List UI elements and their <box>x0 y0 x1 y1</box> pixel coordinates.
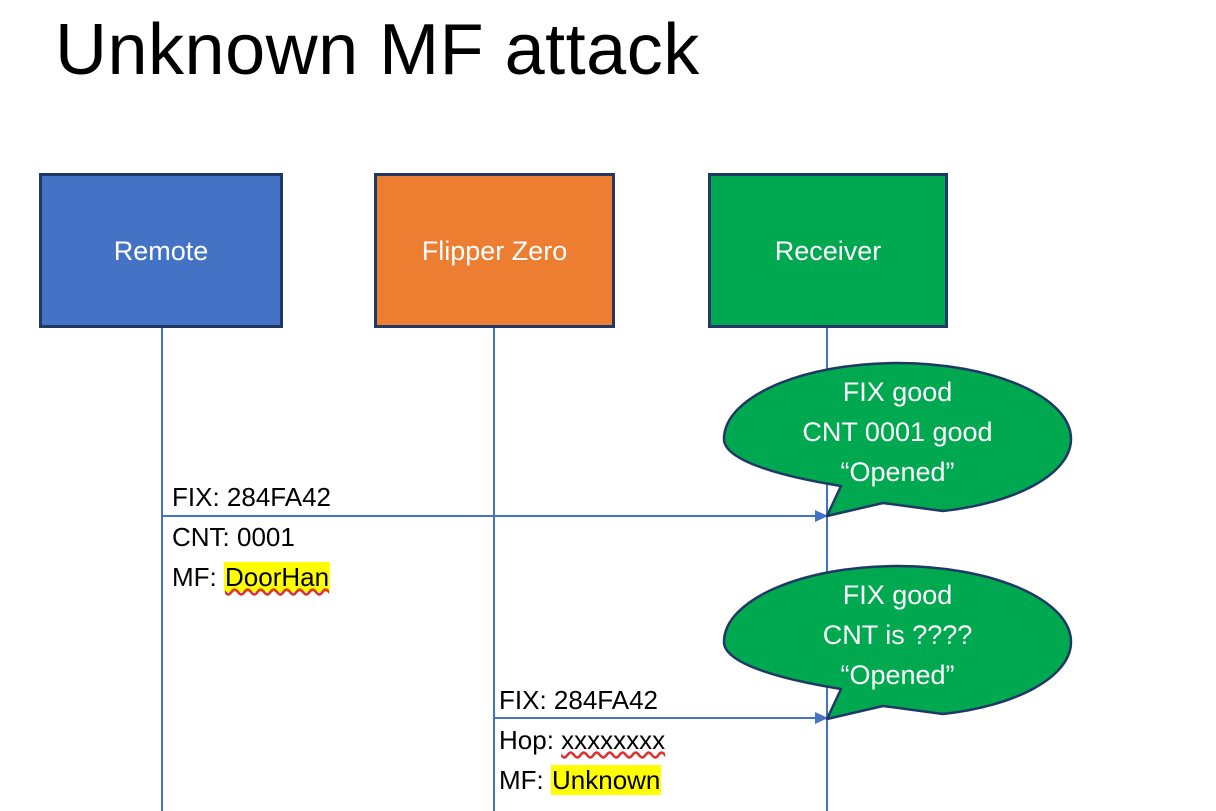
speech-bubble-2-shape <box>722 564 1073 721</box>
speech-bubble-receiver-2[interactable]: FIX good CNT is ???? “Opened” <box>722 564 1073 721</box>
message-arrow-flipper-to-receiver <box>494 712 828 724</box>
message-1-fix-prefix: FIX: <box>172 482 227 512</box>
actor-box-receiver[interactable]: Receiver <box>708 173 948 328</box>
actor-label-remote: Remote <box>113 235 209 266</box>
actor-box-remote[interactable]: Remote <box>39 173 283 328</box>
message-1-line-cnt: CNT: 0001 <box>172 517 331 557</box>
message-1-mf-prefix: MF: <box>172 562 224 592</box>
actor-label-receiver: Receiver <box>774 235 882 266</box>
actor-box-flipper-zero[interactable]: Flipper Zero <box>374 173 615 328</box>
lifeline-remote <box>161 328 163 811</box>
message-2-line-hop: Hop: xxxxxxxx <box>499 720 665 760</box>
message-1-mf-value: DoorHan <box>224 562 331 592</box>
page-title: Unknown MF attack <box>55 10 700 90</box>
message-1-line-fix: FIX: 284FA42 <box>172 477 331 517</box>
message-arrow-remote-to-receiver <box>162 510 828 522</box>
message-2-line-fix: FIX: 284FA42 <box>499 680 665 720</box>
message-label-2: FIX: 284FA42 Hop: xxxxxxxx MF: Unknown <box>499 680 665 800</box>
message-2-mf-value: Unknown <box>551 765 662 795</box>
lifeline-receiver <box>826 328 828 811</box>
message-2-hop-value: xxxxxxxx <box>561 725 666 755</box>
message-label-1: FIX: 284FA42 CNT: 0001 MF: DoorHan <box>172 477 331 597</box>
message-2-mf-prefix: MF: <box>499 765 551 795</box>
actor-label-flipper-zero: Flipper Zero <box>421 235 568 266</box>
message-2-fix-prefix: FIX: <box>499 685 554 715</box>
speech-bubble-receiver-1[interactable]: FIX good CNT 0001 good “Opened” <box>722 361 1073 518</box>
message-2-hop-prefix: Hop: <box>499 725 562 755</box>
speech-bubble-1-shape <box>722 361 1073 518</box>
lifeline-flipper-zero <box>493 328 495 811</box>
message-1-line-mf: MF: DoorHan <box>172 557 331 597</box>
message-1-fix-value: 284FA42 <box>226 482 331 512</box>
message-2-fix-value: 284FA42 <box>553 685 658 715</box>
message-1-cnt-prefix: CNT: <box>172 522 237 552</box>
message-1-cnt-value: 0001 <box>237 522 295 552</box>
message-2-line-mf: MF: Unknown <box>499 760 665 800</box>
